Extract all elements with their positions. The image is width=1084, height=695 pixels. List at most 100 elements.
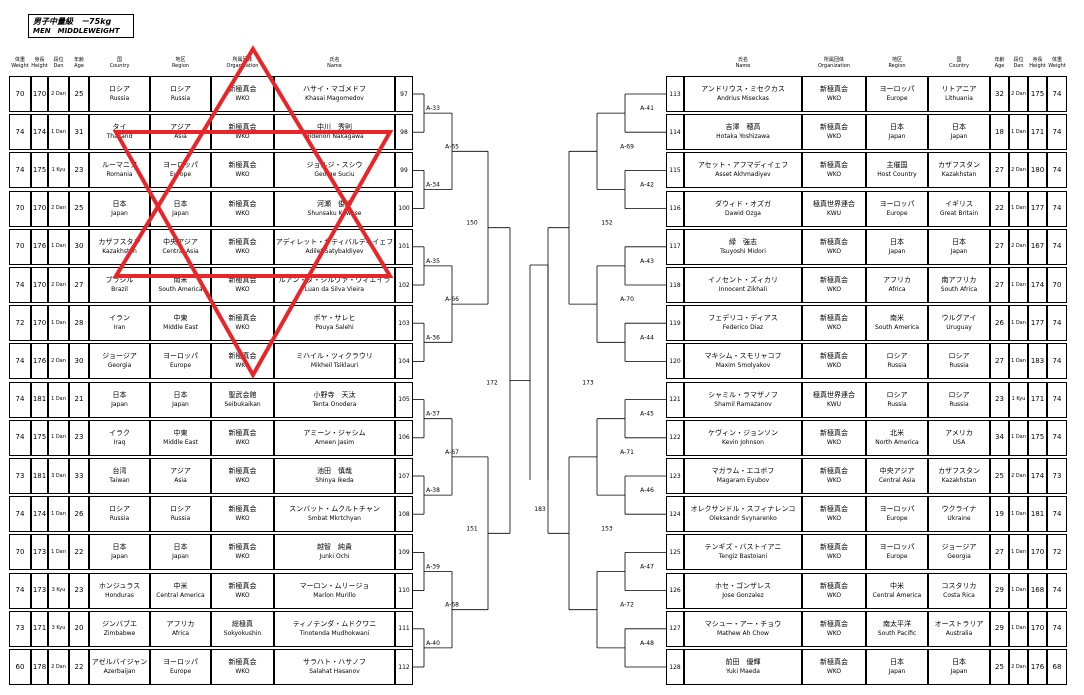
cell-height: 170 (1028, 610, 1047, 647)
cell-age: 27 (69, 267, 89, 303)
org-jp: 新極真会 (228, 237, 257, 246)
country-en: Georgia (107, 362, 132, 370)
country-en: Georgia (947, 553, 971, 561)
country-jp: ルーマニア (102, 161, 137, 170)
cell-dan: 2 Dan (48, 343, 69, 380)
header-weight-jp: 体重 (1051, 57, 1062, 63)
country-jp: 台湾 (112, 467, 127, 475)
name-jp: マガラム・エユボフ (711, 467, 775, 475)
name-en: Smbat Mkrtchyan (307, 515, 361, 523)
height-value: 171 (32, 624, 47, 633)
age-value: 29 (995, 586, 1004, 595)
region-jp: ロシア (170, 85, 191, 93)
country-jp: ロシア (948, 352, 970, 361)
cell-weight: 74 (9, 343, 31, 380)
name-en: Mathew Ah Chow (717, 629, 769, 637)
height-value: 171 (1030, 127, 1045, 136)
cell-seed: 107 (395, 458, 413, 494)
weight-value: 73 (15, 624, 25, 633)
cell-dan: 1 Dan (1009, 343, 1028, 380)
age-value: 19 (995, 509, 1004, 518)
match-label: A-48 (640, 640, 654, 647)
region-en: Japan (172, 553, 189, 561)
cell-dan: 1 Dan (1009, 610, 1028, 647)
country-jp: ロシア (948, 390, 970, 399)
dan-value: 1 Dan (1011, 205, 1026, 212)
cell-weight: 74 (9, 572, 31, 609)
org-jp: 新極真会 (820, 161, 848, 170)
org-en: WKO (826, 477, 842, 484)
org-en: WKO (235, 591, 250, 599)
cell-dan: 1 Dan (1009, 305, 1028, 342)
cell-dan: 2 Dan (1009, 458, 1028, 494)
org-en: WKO (235, 171, 250, 179)
org-jp: 新極真会 (228, 543, 257, 552)
dan-value: 2 Dan (1011, 166, 1026, 173)
region-jp: ヨーロッパ (879, 85, 915, 93)
seed-value: 111 (398, 625, 410, 633)
cell-age: 23 (69, 572, 89, 609)
country-jp: ホンジュラス (98, 581, 141, 590)
cell-age: 22 (69, 534, 89, 571)
name-en: Khasai Magomedov (305, 95, 364, 102)
region-jp: ロシア (886, 390, 908, 399)
org-en: WKO (826, 247, 842, 255)
cell-seed: 110 (395, 572, 413, 609)
org-jp: 新極真会 (820, 237, 848, 246)
org-jp: 新極真会 (820, 352, 848, 361)
country-jp: ウクライナ (941, 505, 977, 514)
country-en: Azerbaijan (103, 668, 136, 675)
org-en: WKO (826, 362, 842, 370)
cell-seed: 121 (666, 381, 684, 418)
cell-dan: 1 Dan (1009, 419, 1028, 456)
cell-weight: 74 (1047, 152, 1067, 189)
division-title-en: MEN MIDDLEWEIGHT (33, 27, 120, 35)
region-en: Europe (886, 209, 908, 217)
age-value: 22 (74, 662, 84, 671)
name-en: Tengiz Bastoiani (718, 553, 768, 561)
region-jp: 日本 (890, 237, 904, 246)
age-value: 27 (995, 165, 1004, 174)
weight-value: 74 (1052, 586, 1062, 595)
age-value: 26 (74, 509, 84, 518)
region-jp: アフリカ (166, 619, 195, 628)
match-label: 152 (601, 220, 613, 227)
header-name-jp: 氏名 (737, 57, 748, 63)
cell-height: 181 (31, 458, 48, 494)
division-title-jp: 男子中量級 －75kg (33, 17, 112, 26)
name-en: Tenta Onodera (312, 400, 357, 408)
org-en: WKO (826, 438, 842, 446)
cell-dan: 2 Dan (48, 76, 69, 112)
dan-value: 1 Dan (1011, 548, 1026, 555)
cell-seed: 103 (395, 305, 413, 342)
cell-seed: 102 (395, 267, 413, 303)
org-en: WKO (235, 247, 250, 255)
region-en: Middle East (163, 438, 198, 446)
cell-age: 18 (990, 114, 1009, 151)
dan-value: 1 Dan (1011, 357, 1026, 364)
country-en: Iran (113, 324, 126, 332)
seed-value: 127 (669, 625, 681, 633)
height-value: 175 (32, 433, 47, 442)
